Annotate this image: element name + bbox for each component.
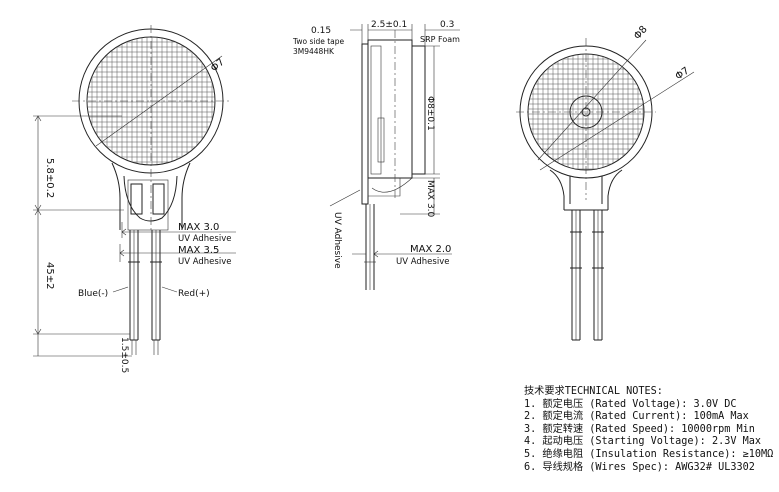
note-item: 5. 绝缘电阻 (Insulation Resistance): ≥10MΩ xyxy=(524,448,774,460)
technical-notes: 技术要求TECHNICAL NOTES: 1. 额定电压 (Rated Volt… xyxy=(524,386,778,474)
note-item: 3. 额定转速 (Rated Speed): 10000rpm Min xyxy=(524,423,755,435)
note-item: 2. 额定电流 (Rated Current): 100mA Max xyxy=(524,411,749,423)
tape-dimension: 0.15 xyxy=(311,26,331,36)
back-view: Φ8 Φ7 xyxy=(516,24,695,341)
back-diameter-7: Φ7 xyxy=(674,65,692,82)
notes-title: 技术要求TECHNICAL NOTES: xyxy=(524,386,663,397)
max-adhesive-1-note: UV Adhesive xyxy=(178,234,231,244)
side-uv-adhesive: UV Adhesive xyxy=(332,212,342,269)
note-item: 4. 起动电压 (Starting Voltage): 2.3V Max xyxy=(524,436,762,448)
wire-length-dimension: 45±2 xyxy=(44,262,55,289)
tape-note-1: Two side tape xyxy=(292,37,344,46)
max-adhesive-2-note: UV Adhesive xyxy=(178,257,231,267)
side-max-dimension: MAX 3.0 xyxy=(425,180,435,218)
wire-red-label: Red(+) xyxy=(178,289,210,299)
front-view: Φ7 5.8±0.2 45±2 1.5±0.5 MAX 3.0 UV Adhes… xyxy=(33,25,236,373)
max-adhesive-1: MAX 3.0 xyxy=(178,222,219,233)
back-diameter-8: Φ8 xyxy=(632,24,650,42)
foam-dimension: 0.3 xyxy=(440,20,454,30)
side-max-2-note: UV Adhesive xyxy=(396,257,449,267)
foam-note: SRP Foam xyxy=(420,35,460,44)
side-diameter-dimension: Φ8±0.1 xyxy=(425,96,435,131)
thickness-dimension: 2.5±0.1 xyxy=(371,20,407,30)
height-dimension: 5.8±0.2 xyxy=(44,158,55,198)
side-max-2: MAX 2.0 xyxy=(410,244,451,255)
note-item: 6. 导线规格 (Wires Spec): AWG32# UL3302 xyxy=(524,461,755,473)
wire-blue-label: Blue(-) xyxy=(78,289,108,299)
tip-dimension: 1.5±0.5 xyxy=(119,337,129,373)
side-view: 0.15 Two side tape 3M9448HK 2.5±0.1 0.3 … xyxy=(292,20,460,290)
tape-note-2: 3M9448HK xyxy=(293,47,335,56)
max-adhesive-2: MAX 3.5 xyxy=(178,245,219,256)
note-item: 1. 额定电压 (Rated Voltage): 3.0V DC xyxy=(524,398,737,410)
front-diameter-label: Φ7 xyxy=(209,57,227,75)
side-motor-body xyxy=(361,39,426,290)
